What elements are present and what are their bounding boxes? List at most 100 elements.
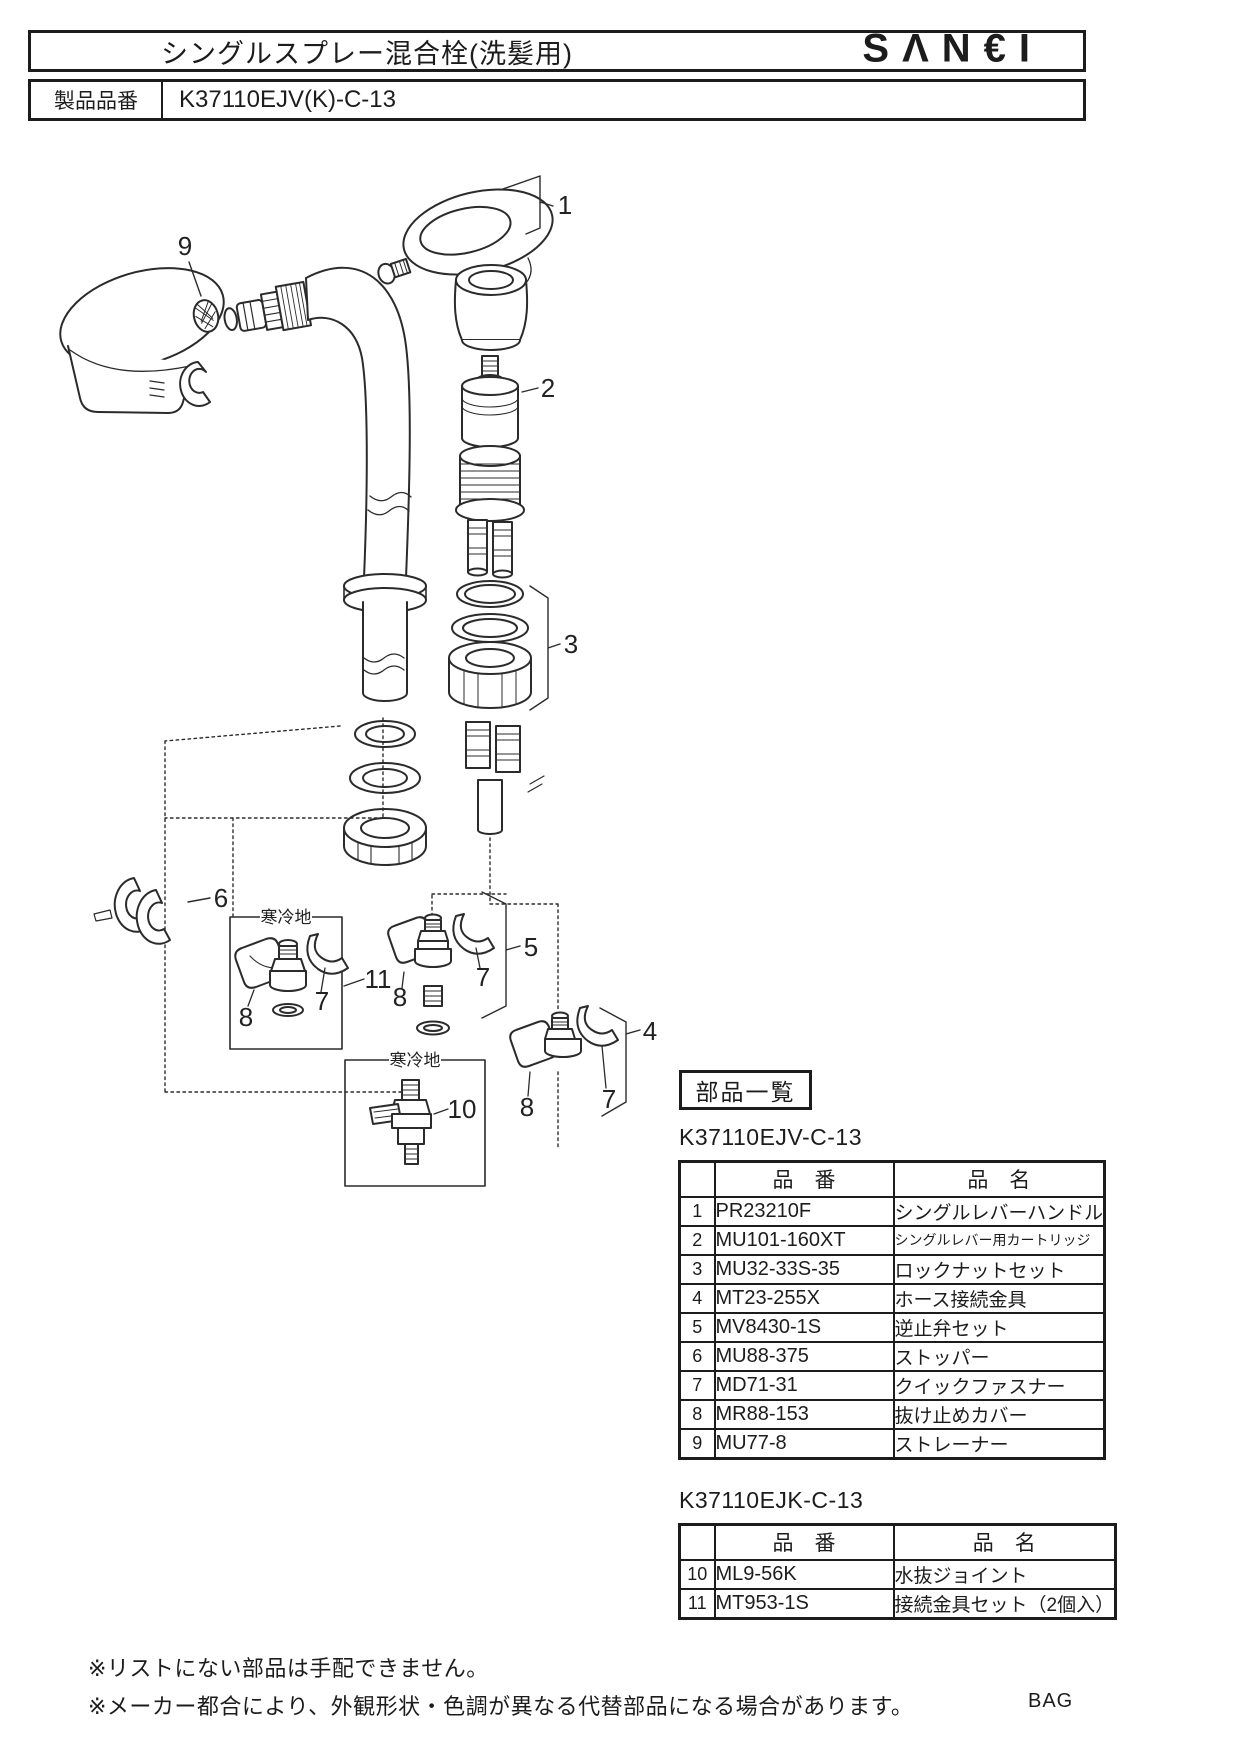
- parts-list-title: 部品一覧: [695, 1079, 796, 1105]
- spray-hose-connector: [223, 280, 313, 332]
- locknut-set-part: [448, 580, 561, 711]
- part-code: MR88-153: [713, 1398, 895, 1430]
- footer-note-1: ※リストにない部品は手配できません。: [88, 1656, 489, 1681]
- locknut-left-stack: [343, 720, 427, 866]
- hose-connector-set-part: [509, 1005, 641, 1117]
- cold-region-label-1: 寒冷地: [261, 908, 312, 927]
- hose: [305, 266, 412, 579]
- part-name: 抜け止めカバー: [892, 1398, 1106, 1430]
- model-label-ejk: K37110EJK-C-13: [679, 1487, 864, 1513]
- part-no: 8: [678, 1398, 716, 1430]
- col-header-number: 品 番: [713, 1160, 895, 1198]
- strainer-part: [188, 261, 220, 333]
- footer-note-2: ※メーカー都合により、外観形状・色調が異なる代替部品になる場合があります。: [88, 1694, 914, 1719]
- assembly-guide-lines: [164, 717, 559, 1151]
- part-name: 水抜ジョイント: [892, 1558, 1117, 1590]
- callout-8b: 8: [393, 982, 407, 1012]
- part-code: PR23210F: [713, 1195, 895, 1227]
- part-no: 6: [678, 1340, 716, 1372]
- model-label-ejv: K37110EJV-C-13: [679, 1124, 863, 1150]
- part-no: 2: [678, 1224, 716, 1256]
- part-code: MD71-31: [713, 1369, 895, 1401]
- col-header-blank: [678, 1523, 716, 1561]
- cold-region-box-1: [229, 908, 365, 1050]
- part-no: 10: [678, 1558, 716, 1590]
- diagram-callouts: 9 1 2 3 6 8 7 11 8 7 5 8 7 4 10: [178, 190, 657, 1124]
- part-code: MU101-160XT: [713, 1224, 895, 1256]
- callout-7b: 7: [476, 962, 490, 992]
- callout-4: 4: [643, 1016, 657, 1046]
- exploded-diagram: 9 1 2 3 6 8 7 11 8 7 5 8 7 4 10 寒冷地 寒冷地: [59, 175, 657, 1187]
- part-no: 4: [678, 1282, 716, 1314]
- callout-8c: 8: [520, 1092, 534, 1122]
- part-no: 9: [678, 1427, 716, 1459]
- callout-7a: 7: [315, 986, 329, 1016]
- product-number-value: K37110EJV(K)-C-13: [179, 86, 396, 113]
- part-name: ロックナットセット: [892, 1253, 1106, 1285]
- shaft-pipe: [343, 573, 427, 702]
- cold-region-label-2: 寒冷地: [390, 1051, 441, 1070]
- callout-6: 6: [214, 883, 228, 913]
- check-valve-set-part: [387, 891, 521, 1036]
- stopper-part: [93, 877, 211, 945]
- spray-head: [59, 267, 225, 414]
- part-name: シングルレバー用カートリッジ: [892, 1224, 1106, 1256]
- spout-cap-part: [453, 264, 529, 351]
- part-no: 3: [678, 1253, 716, 1285]
- col-header-name: 品 名: [892, 1523, 1117, 1561]
- part-name: ホース接続金具: [892, 1282, 1106, 1314]
- part-name: 逆止弁セット: [892, 1311, 1106, 1343]
- col-header-number: 品 番: [713, 1523, 895, 1561]
- callout-11: 11: [365, 964, 392, 994]
- part-no: 5: [678, 1311, 716, 1343]
- brand-logo: SΛN€I: [862, 26, 1043, 71]
- part-name: ストレーナー: [892, 1427, 1106, 1459]
- part-code: MT23-255X: [713, 1282, 895, 1314]
- col-header-blank: [678, 1160, 716, 1198]
- page-title: シングルスプレー混合栓(洗髪用): [161, 38, 573, 69]
- part-name: クイックファスナー: [892, 1369, 1106, 1401]
- lever-handle-part: [402, 175, 554, 284]
- col-header-name: 品 名: [892, 1160, 1106, 1198]
- bag-label: BAG: [1028, 1690, 1074, 1712]
- check-valve-part: [465, 721, 545, 835]
- part-name: ストッパー: [892, 1340, 1106, 1372]
- part-code: ML9-56K: [713, 1558, 895, 1590]
- product-number-label: 製品品番: [31, 82, 163, 118]
- part-code: MT953-1S: [713, 1587, 895, 1619]
- callout-8a: 8: [239, 1002, 253, 1032]
- callout-2: 2: [541, 373, 555, 403]
- callout-9: 9: [178, 231, 192, 261]
- faucet-body-part: [455, 445, 525, 579]
- cold-region-box-2: [344, 1051, 486, 1187]
- part-no: 11: [678, 1587, 716, 1619]
- callout-1: 1: [558, 190, 572, 220]
- cartridge-part: [461, 355, 539, 448]
- part-no: 1: [678, 1195, 716, 1227]
- header-title-box: シングルスプレー混合栓(洗髪用) SΛN€I: [28, 26, 1086, 72]
- part-code: MU88-375: [713, 1340, 895, 1372]
- callout-7c: 7: [602, 1084, 616, 1114]
- part-code: MU77-8: [713, 1427, 895, 1459]
- screw-part: [377, 257, 412, 285]
- cold-region-labels: 寒冷地 寒冷地: [261, 908, 441, 1070]
- product-number-row: 製品品番 K37110EJV(K)-C-13: [28, 79, 1086, 121]
- part-name: 接続金具セット（2個入）: [892, 1587, 1117, 1619]
- callout-5: 5: [524, 932, 538, 962]
- callout-10: 10: [448, 1094, 477, 1124]
- part-name: シングルレバーハンドル: [892, 1195, 1106, 1227]
- parts-list-title-box: 部品一覧: [679, 1070, 812, 1110]
